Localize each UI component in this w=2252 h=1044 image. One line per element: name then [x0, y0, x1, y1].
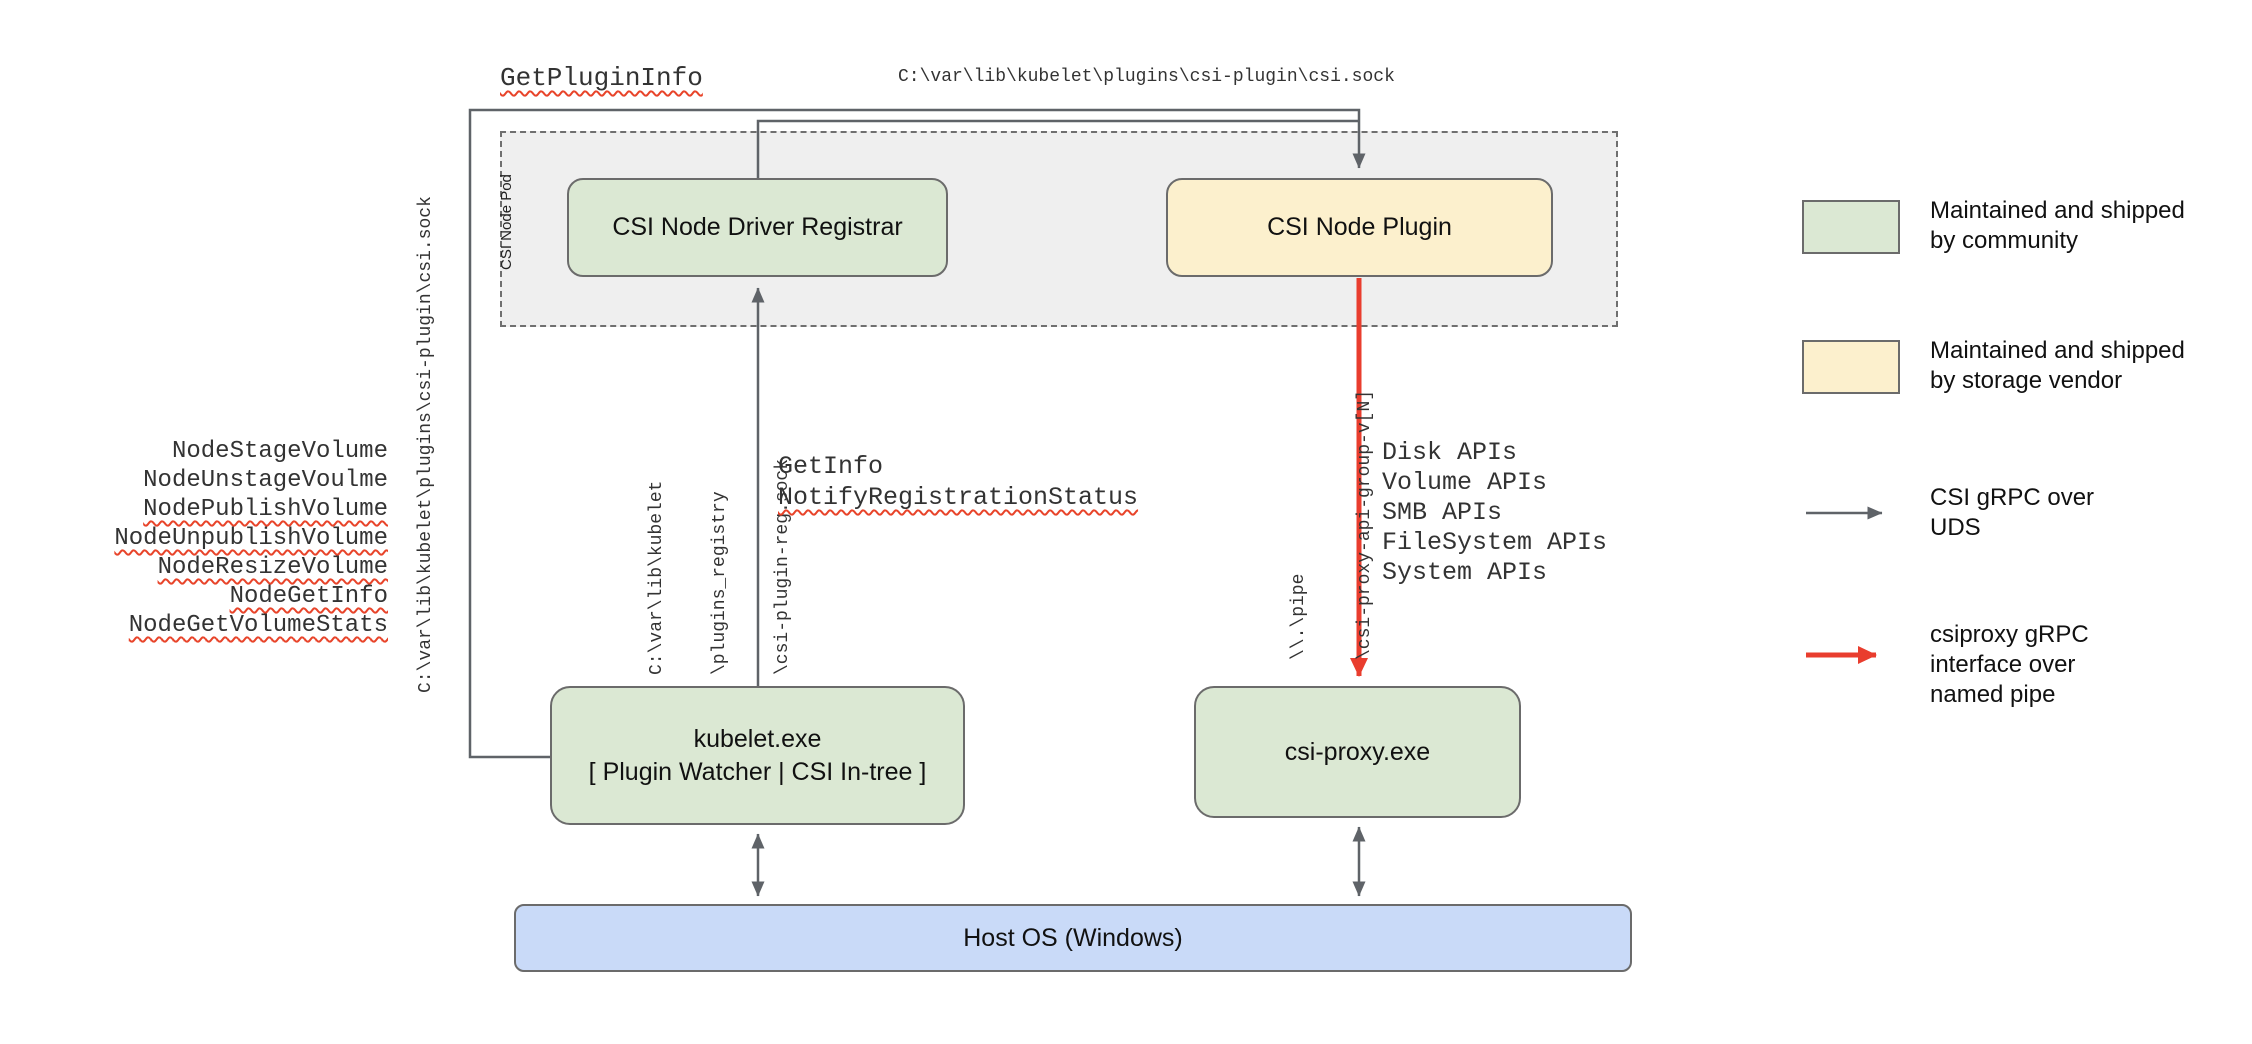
csi-node-plugin-label: CSI Node Plugin [1267, 213, 1452, 241]
registrar-call: GetInfo [778, 452, 884, 481]
proxy-apis-list: Disk APIs Volume APIs SMB APIs FileSyste… [1382, 438, 1607, 588]
legend-gray-arrow-label: CSI gRPC over UDS [1930, 484, 2095, 541]
left-socket-path-label: C:\var\lib\kubelet\plugins\csi-plugin\cs… [416, 196, 436, 693]
node-method: NodeGetInfo [229, 583, 388, 610]
named-pipe-path-label: \\.\pipe \csi-proxy-api-group-v[N] [1244, 370, 1375, 660]
host-os-box: Host OS (Windows) [514, 904, 1632, 972]
node-method: NodePublishVolume [143, 496, 388, 523]
named-pipe-line: \csi-proxy-api-group-v[N] [1355, 389, 1375, 660]
legend-community-swatch [1802, 200, 1900, 254]
registry-path-line: C:\var\lib\kubelet [647, 480, 667, 675]
csi-node-driver-registrar-label: CSI Node Driver Registrar [612, 213, 903, 241]
registrar-calls-label: GetInfo NotifyRegistrationStatus [778, 451, 1138, 513]
proxy-api: Disk APIs [1382, 438, 1518, 467]
kubelet-sublabel: [ Plugin Watcher | CSI In-tree ] [588, 757, 927, 786]
get-plugin-info-label: GetPluginInfo [500, 63, 703, 93]
legend-red-arrow-label: csiproxy gRPC interface over named pipe [1930, 621, 2089, 708]
registry-path-line: \plugins_registry [710, 491, 730, 675]
proxy-api: SMB APIs [1382, 498, 1503, 527]
kubelet-box: kubelet.exe [ Plugin Watcher | CSI In-tr… [550, 686, 965, 825]
proxy-api: System APIs [1382, 558, 1548, 587]
node-method: NodeUnpublishVolume [114, 525, 388, 552]
registry-path-label: C:\var\lib\kubelet \plugins_registry \cs… [605, 435, 793, 675]
csi-node-plugin-box: CSI Node Plugin [1166, 178, 1553, 277]
legend-vendor-swatch [1802, 340, 1900, 394]
host-os-label: Host OS (Windows) [963, 923, 1183, 952]
registrar-call: NotifyRegistrationStatus [778, 483, 1139, 512]
proxy-api: Volume APIs [1382, 468, 1548, 497]
csi-node-driver-registrar-box: CSI Node Driver Registrar [567, 178, 948, 277]
node-method: NodeStageVolume [171, 438, 388, 465]
kubelet-label: kubelet.exe [693, 724, 822, 753]
node-method: NodeResizeVolume [157, 554, 388, 581]
proxy-api: FileSystem APIs [1382, 528, 1608, 557]
legend-vendor-label: Maintained and shipped by storage vendor [1930, 337, 2185, 394]
node-method: NodeGetVolumeStats [128, 612, 388, 639]
named-pipe-line: \\.\pipe [1289, 573, 1309, 660]
node-method: NodeUnstageVoulme [143, 467, 388, 494]
legend-community-label: Maintained and shipped by community [1930, 197, 2185, 254]
csi-proxy-box: csi-proxy.exe [1194, 686, 1521, 818]
csi-node-pod-label: CSI Node Pod [498, 174, 515, 270]
csi-proxy-label: csi-proxy.exe [1284, 737, 1431, 766]
csi-sock-path-label: C:\var\lib\kubelet\plugins\csi-plugin\cs… [898, 67, 1395, 87]
node-methods-list: NodeStageVolume NodeUnstageVoulme NodePu… [80, 437, 388, 640]
